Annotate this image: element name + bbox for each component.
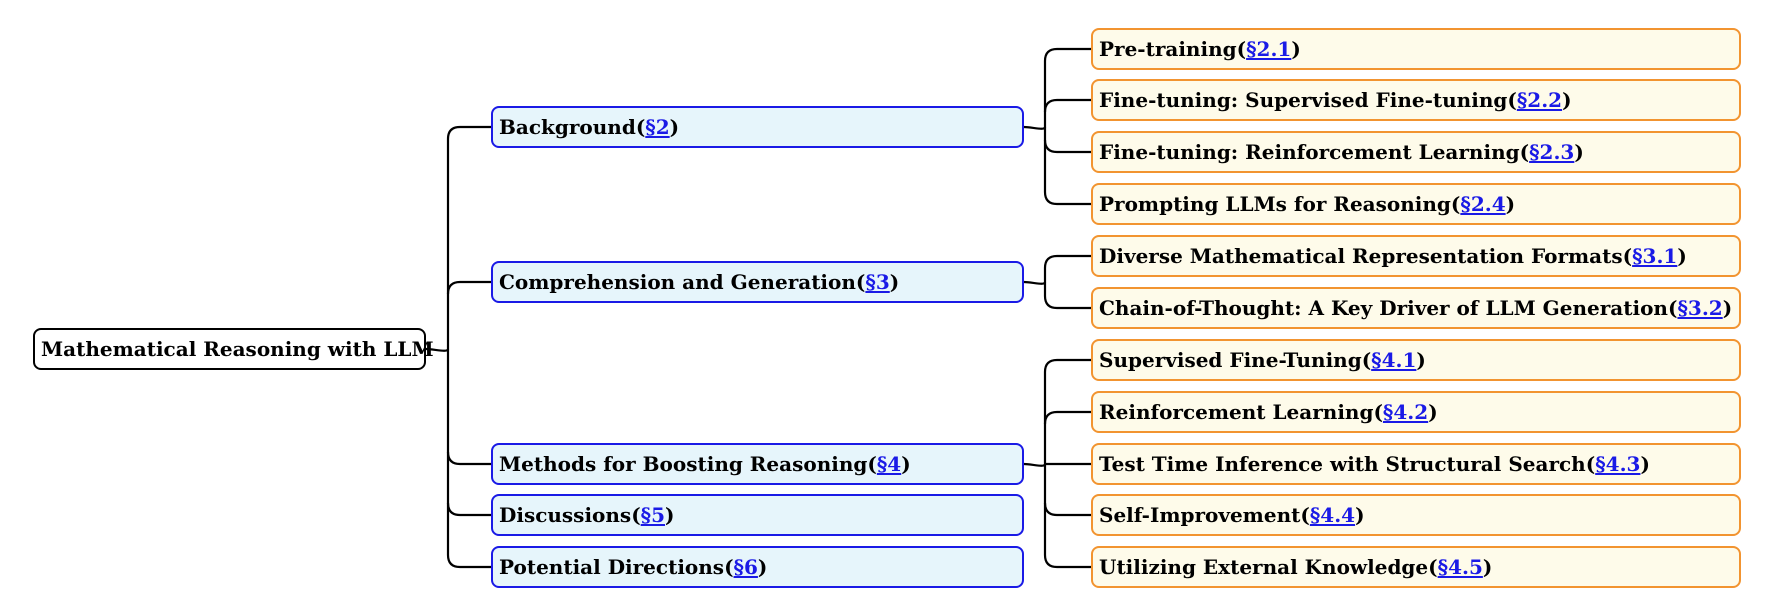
section-node-5-label: Potential Directions	[499, 555, 725, 579]
section-node-1-section-link[interactable]: §2	[645, 115, 670, 139]
subsection-node-2-2: Chain-of-Thought: A Key Driver of LLM Ge…	[1091, 287, 1741, 329]
section-1-connector-branch-0	[1043, 47, 1091, 62]
subsection-node-3-4: Self-Improvement (§4.4)	[1091, 494, 1741, 536]
subsection-node-1-4-section-link[interactable]: §2.4	[1460, 192, 1506, 216]
section-node-3-label: Methods for Boosting Reasoning	[499, 452, 868, 476]
section-node-5: Potential Directions (§6)	[491, 546, 1024, 588]
subsection-node-3-4-section-link[interactable]: §4.4	[1309, 503, 1356, 527]
root-node: Mathematical Reasoning with LLM	[33, 328, 434, 370]
section-node-4-section-link[interactable]: §5	[640, 503, 666, 527]
subsection-node-1-2: Fine-tuning: Supervised Fine-tuning (§2.…	[1091, 79, 1741, 121]
section-node-3: Methods for Boosting Reasoning (§4)	[491, 443, 1024, 485]
subsection-node-1-1-section-link[interactable]: §2.1	[1246, 37, 1292, 61]
section-3-connector-branch-0	[1043, 358, 1091, 373]
subsection-node-3-2: Reinforcement Learning (§4.2)	[1091, 391, 1741, 433]
section-3-connector-branch-1	[1043, 410, 1091, 425]
root-connector-branch-1	[446, 280, 491, 295]
section-node-5-section-link[interactable]: §6	[733, 555, 758, 579]
subsection-node-1-4: Prompting LLMs for Reasoning (§2.4)	[1091, 183, 1741, 225]
subsection-node-2-1-label: Diverse Mathematical Representation Form…	[1099, 244, 1623, 268]
section-node-1-label: Background	[499, 115, 636, 139]
section-node-2: Comprehension and Generation (§3)	[491, 261, 1024, 303]
root-connector-branch-4	[446, 554, 491, 569]
section-3-connector-branch-4	[1043, 554, 1091, 569]
subsection-node-3-1-label: Supervised Fine-Tuning	[1099, 348, 1362, 372]
subsection-node-1-2-section-link[interactable]: §2.2	[1516, 88, 1563, 112]
subsection-node-3-5-section-link[interactable]: §4.5	[1437, 555, 1483, 579]
subsection-node-3-4-label: Self-Improvement	[1099, 503, 1301, 527]
section-2-connector-branch-0	[1043, 254, 1091, 269]
subsection-node-1-1: Pre-training (§2.1)	[1091, 28, 1741, 70]
section-node-2-section-link[interactable]: §3	[865, 270, 890, 294]
section-node-1: Background (§2)	[491, 106, 1024, 148]
subsection-node-2-1: Diverse Mathematical Representation Form…	[1091, 235, 1741, 277]
subsection-node-1-3: Fine-tuning: Reinforcement Learning (§2.…	[1091, 131, 1741, 173]
section-node-2-label: Comprehension and Generation	[499, 270, 856, 294]
subsection-node-2-2-label: Chain-of-Thought: A Key Driver of LLM Ge…	[1099, 296, 1668, 320]
section-1-connector-branch-1	[1043, 98, 1091, 113]
subsection-node-3-1: Supervised Fine-Tuning (§4.1)	[1091, 339, 1741, 381]
subsection-node-3-3-label: Test Time Inference with Structural Sear…	[1099, 452, 1586, 476]
section-3-connector-stub	[1023, 462, 1047, 467]
section-2-connector-branch-1	[1043, 295, 1091, 310]
section-node-4: Discussions (§5)	[491, 494, 1024, 536]
subsection-node-1-2-label: Fine-tuning: Supervised Fine-tuning	[1099, 88, 1508, 112]
subsection-node-3-1-section-link[interactable]: §4.1	[1371, 348, 1417, 372]
subsection-node-2-2-section-link[interactable]: §3.2	[1677, 296, 1723, 320]
subsection-node-3-3: Test Time Inference with Structural Sear…	[1091, 443, 1741, 485]
section-node-3-section-link[interactable]: §4	[876, 452, 902, 476]
root-connector-branch-3	[446, 502, 491, 517]
subsection-node-2-1-section-link[interactable]: §3.1	[1632, 244, 1678, 268]
subsection-node-3-5: Utilizing External Knowledge (§4.5)	[1091, 546, 1741, 588]
section-3-connector-branch-3	[1043, 502, 1091, 517]
section-2-connector-stub	[1023, 280, 1047, 285]
subsection-node-3-2-label: Reinforcement Learning	[1099, 400, 1374, 424]
subsection-node-1-4-label: Prompting LLMs for Reasoning	[1099, 192, 1451, 216]
section-1-connector-branch-2	[1043, 139, 1091, 154]
root-label: Mathematical Reasoning with LLM	[41, 337, 434, 361]
subsection-node-3-3-section-link[interactable]: §4.3	[1595, 452, 1641, 476]
subsection-node-1-1-label: Pre-training	[1099, 37, 1237, 61]
subsection-node-1-3-label: Fine-tuning: Reinforcement Learning	[1099, 140, 1520, 164]
subsection-node-3-2-section-link[interactable]: §4.2	[1382, 400, 1429, 424]
section-node-4-label: Discussions	[499, 503, 632, 527]
root-connector-branch-0	[446, 125, 491, 140]
root-connector-branch-2	[446, 451, 491, 466]
section-1-connector-branch-3	[1043, 191, 1091, 206]
subsection-node-3-5-label: Utilizing External Knowledge	[1099, 555, 1429, 579]
section-1-connector-stub	[1023, 125, 1047, 130]
subsection-node-1-3-section-link[interactable]: §2.3	[1529, 140, 1575, 164]
